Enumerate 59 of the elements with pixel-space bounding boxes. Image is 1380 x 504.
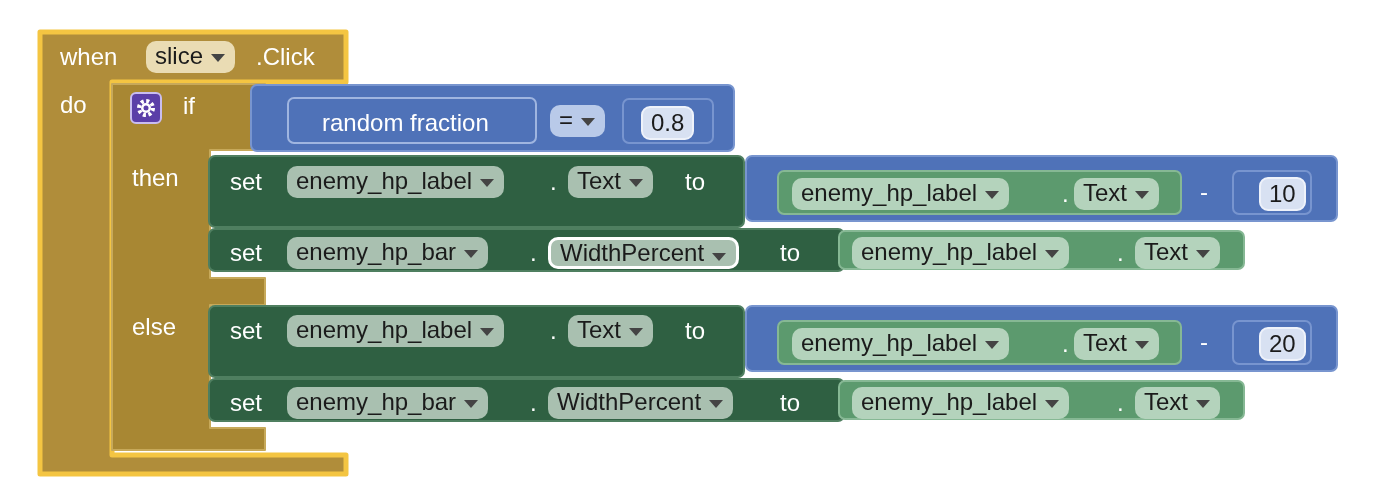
- getter-block: [777, 320, 1182, 365]
- block-label: .: [550, 317, 557, 345]
- number-block: [622, 98, 714, 144]
- block-label: do: [60, 91, 87, 119]
- dropdown-menu: enemy_hp_bar: [287, 237, 489, 269]
- compare-block: [250, 84, 735, 152]
- block-label: .: [530, 239, 537, 267]
- block-label: set: [230, 317, 262, 345]
- value-block: [287, 97, 537, 144]
- block-label: .: [1062, 180, 1069, 208]
- block-label: if: [183, 92, 195, 120]
- dropdown-menu: Text: [1074, 328, 1159, 360]
- block-label: -: [1200, 178, 1208, 206]
- block-label: set: [230, 168, 262, 196]
- dropdown-menu: Text: [568, 315, 653, 347]
- dropdown-menu: WidthPercent: [548, 387, 734, 419]
- block-label: -: [1200, 328, 1208, 356]
- dropdown-menu: enemy_hp_label: [852, 387, 1070, 419]
- math-block: [745, 155, 1338, 222]
- dropdown-menu: enemy_hp_label: [792, 328, 1010, 360]
- dropdown-menu: slice: [146, 41, 235, 73]
- block-label: .: [1062, 330, 1069, 358]
- setter-block: [208, 305, 745, 378]
- dropdown-menu: WidthPercent: [548, 237, 740, 269]
- block-label: .Click: [256, 43, 315, 71]
- dropdown-menu: enemy_hp_label: [852, 237, 1070, 269]
- dropdown-menu: Text: [1135, 237, 1220, 269]
- dropdown-menu: =: [550, 105, 605, 137]
- number-field: 20: [1259, 327, 1306, 361]
- block-label: .: [1117, 389, 1124, 417]
- block-label: set: [230, 389, 262, 417]
- getter-block: [838, 230, 1245, 270]
- dropdown-menu: enemy_hp_bar: [287, 387, 489, 419]
- getter-block: [838, 380, 1245, 420]
- number-field: 0.8: [641, 106, 695, 140]
- number-field: 10: [1259, 177, 1306, 211]
- block-label: to: [780, 389, 800, 417]
- block-label: to: [685, 168, 705, 196]
- dropdown-menu: enemy_hp_label: [287, 315, 505, 347]
- getter-block: [777, 170, 1182, 215]
- setter-block: [208, 155, 745, 228]
- block-label: then: [132, 164, 179, 192]
- dropdown-menu: enemy_hp_label: [792, 178, 1010, 210]
- block-label: set: [230, 239, 262, 267]
- dropdown-menu: Text: [1074, 178, 1159, 210]
- block-label: .: [550, 168, 557, 196]
- block-label: .: [1117, 239, 1124, 267]
- number-block: [1232, 170, 1312, 215]
- dropdown-menu: Text: [1135, 387, 1220, 419]
- dropdown-menu: Text: [568, 166, 653, 198]
- block-label: when: [60, 43, 118, 71]
- dropdown-menu: enemy_hp_label: [287, 166, 505, 198]
- number-block: [1232, 320, 1312, 365]
- block-label: to: [685, 317, 705, 345]
- math-block: [745, 305, 1338, 372]
- block-label: random fraction: [322, 109, 489, 137]
- block-label: .: [530, 389, 537, 417]
- block-label: to: [780, 239, 800, 267]
- block-label: else: [132, 313, 177, 341]
